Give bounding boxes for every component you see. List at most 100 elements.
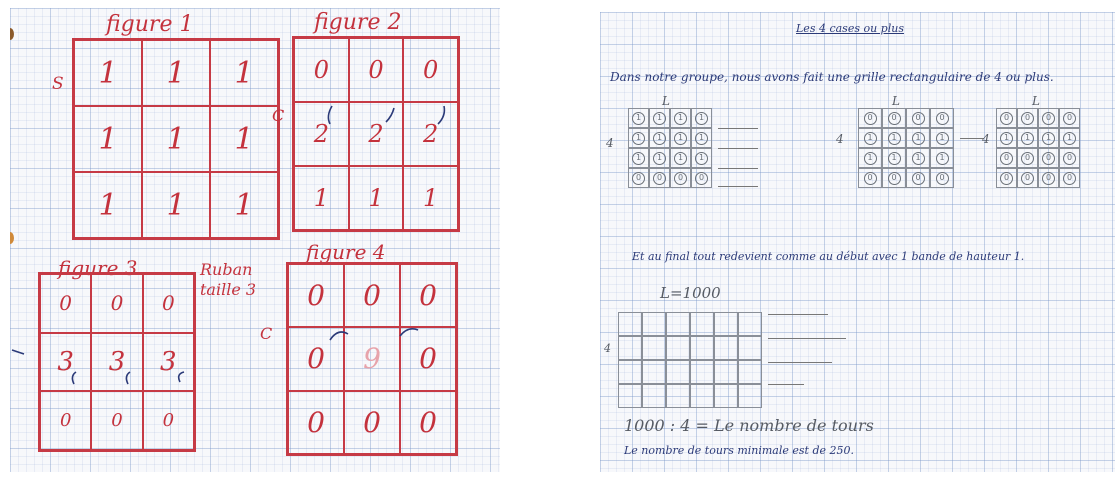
grid-cell: 1 [628, 108, 649, 128]
cell-value: 1 [935, 151, 949, 165]
grid-cell: 0 [1038, 108, 1059, 128]
cell-value: 1 [911, 131, 925, 145]
dashed-extension [768, 362, 832, 363]
grid-cell: 0 [1017, 168, 1038, 188]
dashed-extension [718, 148, 758, 149]
grid-cell: 0 [142, 391, 194, 450]
grid-cell: 0 [930, 168, 954, 188]
grid-cell: 1 [210, 40, 278, 106]
grid-cell: 1 [906, 148, 930, 168]
grid-cell: 1 [930, 128, 954, 148]
cell-value: 1 [695, 151, 708, 165]
cell-value: 0 [1021, 151, 1034, 165]
grid-cell: 0 [649, 168, 670, 188]
grid-cell: 1 [882, 128, 906, 148]
grid-cell: 1 [691, 128, 712, 148]
grid-cell [666, 384, 690, 408]
grid-cell: 1 [649, 148, 670, 168]
grid-cell: 0 [858, 108, 882, 128]
grid-a: 1 1 1 1 1 1 1 1 1 1 1 1 0 0 0 0 [628, 108, 712, 188]
figure3-arrows [11, 349, 185, 385]
grid-cell: 0 [288, 327, 344, 391]
grid-cell: 0 [91, 274, 143, 333]
cell-value: 0 [1042, 111, 1055, 125]
dashed-extension [718, 186, 758, 187]
grid-cell: 0 [930, 108, 954, 128]
right-photo: Les 4 cases ou plus Dans notre groupe, n… [600, 12, 1115, 472]
grid-cell: 0 [1017, 108, 1038, 128]
cell-value: 1 [1021, 131, 1034, 145]
grid-cell: 1 [142, 106, 210, 172]
grid-cell: 0 [1038, 168, 1059, 188]
cell-value: 0 [1042, 151, 1055, 165]
conclusion-text: Et au final tout redevient comme au débu… [632, 250, 1025, 263]
grid-cell: 0 [400, 390, 456, 454]
cell-value: 0 [935, 111, 949, 125]
figure3-note-line1: Ruban [200, 260, 253, 279]
grid-cell [642, 312, 666, 336]
cell-value: 0 [935, 171, 949, 185]
grid-cell: 1 [1038, 128, 1059, 148]
dashed-extension [768, 384, 804, 385]
cell-value: 0 [1042, 171, 1055, 185]
grid-cell: 1 [1059, 128, 1080, 148]
grid-cell: 0 [996, 168, 1017, 188]
grid-cell: 1 [670, 108, 691, 128]
grid-cell: 0 [691, 168, 712, 188]
intro-text: Dans notre groupe, nous avons fait une g… [610, 70, 1054, 84]
grid-cell: 2 [403, 102, 458, 166]
grid-cell: 0 [1038, 148, 1059, 168]
grid-cell: 0 [91, 391, 143, 450]
grid-cell [714, 360, 738, 384]
grid-cell: 1 [649, 108, 670, 128]
grid-cell: 1 [74, 106, 142, 172]
grid-cell: 3 [40, 332, 92, 392]
figure2-grid: 0 0 0 2 2 2 1 1 1 [292, 36, 460, 232]
cell-value: 0 [1021, 171, 1034, 185]
cell-value: 1 [887, 131, 901, 145]
grid-cell: 0 [40, 391, 92, 450]
dashed-extension [960, 138, 984, 139]
grid-cell [642, 336, 666, 360]
grid-cell: 1 [930, 148, 954, 168]
grid-cell: 1 [670, 148, 691, 168]
grid-cell: 0 [1059, 168, 1080, 188]
figure3-title: figure 3 [58, 256, 138, 280]
grid-cell: 2 [294, 102, 349, 166]
big-grid-length-label: L=1000 [660, 284, 721, 302]
cell-value: 0 [1000, 151, 1013, 165]
cell-value: 0 [1063, 171, 1076, 185]
dashed-extension [718, 128, 758, 129]
height-label-a: 4 [606, 136, 614, 150]
grid-cell: 1 [142, 40, 210, 106]
grid-cell: 0 [348, 38, 404, 102]
grid-cell: 0 [1017, 148, 1038, 168]
cell-value: 0 [863, 111, 877, 125]
cell-value: 0 [911, 171, 925, 185]
grid-cell [666, 360, 690, 384]
big-grid [618, 312, 762, 408]
cell-value: 1 [632, 151, 645, 165]
left-photo: figure 1 S 1 1 1 1 1 1 1 1 1 figure 2 C … [10, 8, 500, 472]
grid-cell: 0 [906, 168, 930, 188]
grid-cell [690, 360, 714, 384]
figure1-side-label: S [52, 74, 64, 94]
grid-cell: 1 [628, 128, 649, 148]
grid-cell: 3 [142, 332, 194, 392]
grid-cell [690, 384, 714, 408]
graph-paper-sheet-right [600, 12, 1115, 472]
dashed-extension [768, 338, 846, 339]
grid-cell: 1 [403, 166, 458, 230]
grid-cell: 9 [344, 327, 400, 391]
cell-value: 0 [674, 171, 687, 185]
grid-cell: 1 [1017, 128, 1038, 148]
grid-cell: 0 [1059, 148, 1080, 168]
grid-b: 0 0 0 0 1 1 1 1 1 1 1 1 0 0 0 0 [858, 108, 954, 188]
length-label-b: L [892, 94, 900, 108]
page-title: Les 4 cases ou plus [796, 22, 904, 35]
cell-value: 0 [863, 171, 877, 185]
grid-cell [714, 312, 738, 336]
grid-cell: 0 [882, 108, 906, 128]
grid-cell: 1 [882, 148, 906, 168]
grid-cell: 0 [344, 390, 400, 454]
